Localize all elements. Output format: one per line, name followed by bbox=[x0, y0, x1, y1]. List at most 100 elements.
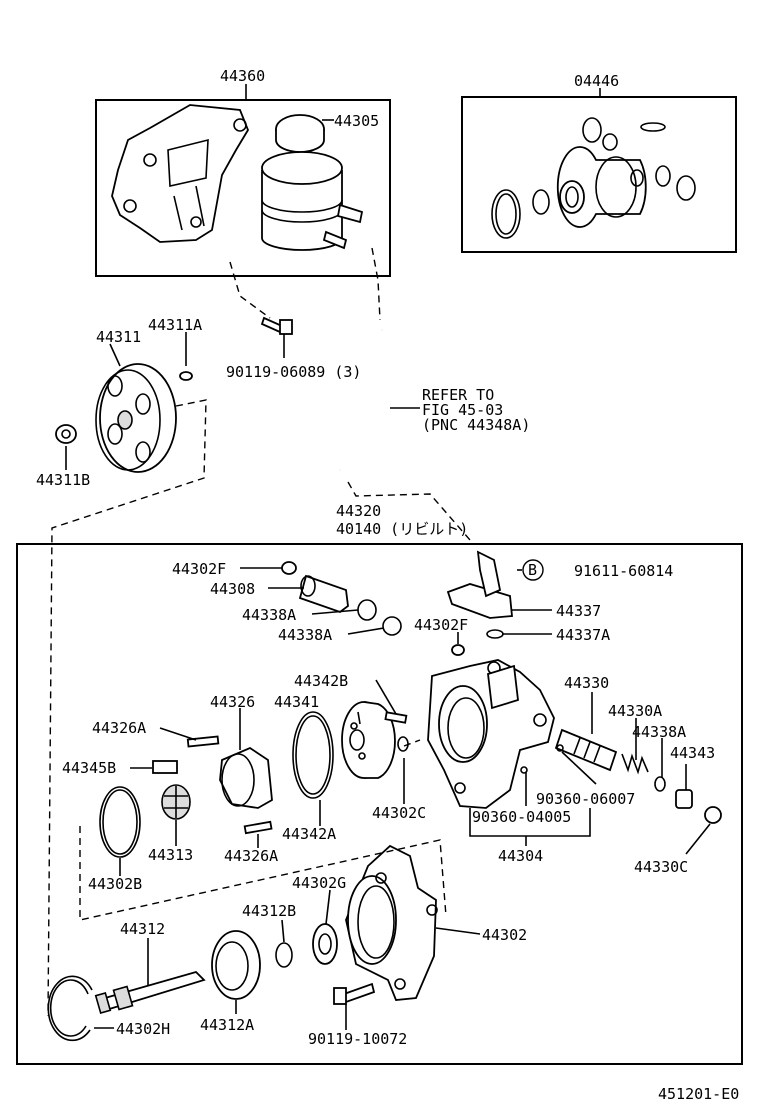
pin-part bbox=[243, 820, 273, 835]
label-44326A: 44326A bbox=[92, 719, 146, 737]
o-ring-part bbox=[357, 599, 377, 621]
pipe-bracket-part bbox=[446, 550, 513, 619]
seal-ring-part bbox=[102, 789, 138, 855]
label-90119-10072: 90119-10072 bbox=[308, 1030, 407, 1048]
label-44302G: 44302G bbox=[292, 874, 346, 892]
repair-kit-parts bbox=[491, 117, 696, 239]
label-refer-line2: FIG 45-03 bbox=[422, 401, 503, 419]
connector-line bbox=[79, 826, 447, 921]
leader-lines bbox=[65, 84, 711, 1030]
label-44302F: 44302F bbox=[414, 616, 468, 634]
pulley-part bbox=[95, 363, 177, 473]
label-44338A: 44338A bbox=[632, 723, 686, 741]
label-44311A: 44311A bbox=[148, 316, 202, 334]
label-44308: 44308 bbox=[210, 580, 255, 598]
label-44345B: 44345B bbox=[62, 759, 116, 777]
flow-valve-part bbox=[554, 728, 618, 772]
small-plug-part bbox=[451, 644, 465, 656]
label-44338A: 44338A bbox=[242, 606, 296, 624]
label-44360: 44360 bbox=[220, 67, 265, 85]
bracket-part bbox=[111, 104, 250, 243]
b-reference-letter: B bbox=[528, 561, 537, 579]
label-90360-04005: 90360-04005 bbox=[472, 808, 571, 826]
label-44302: 44302 bbox=[482, 926, 527, 944]
label-44330C: 44330C bbox=[634, 858, 688, 876]
o-ring-part bbox=[397, 736, 409, 752]
label-40140: 40140 (リビルト) bbox=[336, 520, 468, 538]
bearing-inner bbox=[318, 933, 332, 955]
label-44304: 44304 bbox=[498, 847, 543, 865]
reservoir-part bbox=[261, 114, 364, 251]
label-refer-line3: (PNC 44348A) bbox=[422, 416, 530, 434]
o-ring-part bbox=[295, 715, 331, 795]
o-ring-part bbox=[654, 776, 666, 792]
nut-part bbox=[704, 806, 722, 824]
b-reference-circle bbox=[522, 559, 544, 581]
label-44302H: 44302H bbox=[116, 1020, 170, 1038]
label-44302B: 44302B bbox=[88, 875, 142, 893]
label-44326A: 44326A bbox=[224, 847, 278, 865]
washer-part bbox=[486, 629, 504, 639]
shaft-bearing-part bbox=[211, 930, 261, 1000]
bearing-part bbox=[312, 923, 338, 965]
side-plate-part bbox=[341, 701, 396, 779]
ball-part bbox=[520, 766, 528, 774]
pin-part bbox=[384, 711, 408, 724]
label-91611-60814: 91611-60814 bbox=[574, 562, 673, 580]
label-44326: 44326 bbox=[210, 693, 255, 711]
label-44337: 44337 bbox=[556, 602, 601, 620]
label-44341: 44341 bbox=[274, 693, 319, 711]
label-44342B: 44342B bbox=[294, 672, 348, 690]
seal-ring-part bbox=[99, 786, 141, 858]
repair-kit-box bbox=[461, 96, 737, 253]
label-44312B: 44312B bbox=[242, 902, 296, 920]
label-44302C: 44302C bbox=[372, 804, 426, 822]
rotor-part bbox=[161, 784, 191, 820]
label-44338A: 44338A bbox=[278, 626, 332, 644]
shaft-part bbox=[94, 970, 206, 1015]
pulley-nut-part bbox=[55, 424, 77, 444]
snap-ring-part bbox=[47, 975, 93, 1042]
label-44311: 44311 bbox=[96, 328, 141, 346]
o-ring-part bbox=[382, 616, 402, 636]
label-44313: 44313 bbox=[148, 846, 193, 864]
pump-assembly-box bbox=[16, 543, 743, 1065]
union-fitting-part bbox=[298, 574, 349, 614]
label-44312: 44312 bbox=[120, 920, 165, 938]
bolt-lower-part bbox=[333, 982, 376, 1005]
connector-line bbox=[347, 481, 471, 541]
label-44337A: 44337A bbox=[556, 626, 610, 644]
spring-part bbox=[621, 753, 649, 775]
reservoir-bracket-box bbox=[95, 99, 391, 277]
label-44343: 44343 bbox=[670, 744, 715, 762]
o-ring-part bbox=[292, 711, 334, 799]
vane-part bbox=[152, 760, 178, 774]
snap-ring-part bbox=[275, 942, 293, 968]
connector-line bbox=[371, 247, 381, 321]
label-90119-06089: 90119-06089 (3) bbox=[226, 363, 361, 381]
label-refer-line1: REFER TO bbox=[422, 386, 494, 404]
connector-line bbox=[403, 739, 421, 747]
figure-code: 451201-E0 bbox=[658, 1085, 739, 1103]
front-housing-part bbox=[345, 844, 438, 1001]
label-04446: 04446 bbox=[574, 72, 619, 90]
pulley-key-part bbox=[179, 371, 193, 381]
label-44302F: 44302F bbox=[172, 560, 226, 578]
small-plug-part bbox=[281, 561, 297, 575]
label-44312A: 44312A bbox=[200, 1016, 254, 1034]
label-44305: 44305 bbox=[334, 112, 379, 130]
cam-ring-part bbox=[219, 746, 273, 809]
label-44311B: 44311B bbox=[36, 471, 90, 489]
label-44320: 44320 bbox=[336, 502, 381, 520]
label-44330A: 44330A bbox=[608, 702, 662, 720]
connector-line bbox=[229, 261, 271, 319]
label-44342A: 44342A bbox=[282, 825, 336, 843]
bolt-upper-part bbox=[260, 316, 293, 335]
label-90360-06007: 90360-06007 bbox=[536, 790, 635, 808]
pump-body-part bbox=[427, 659, 555, 809]
label-44330: 44330 bbox=[564, 674, 609, 692]
ball-part bbox=[556, 744, 564, 752]
connector-line bbox=[47, 399, 207, 1017]
plug-part bbox=[675, 789, 693, 809]
